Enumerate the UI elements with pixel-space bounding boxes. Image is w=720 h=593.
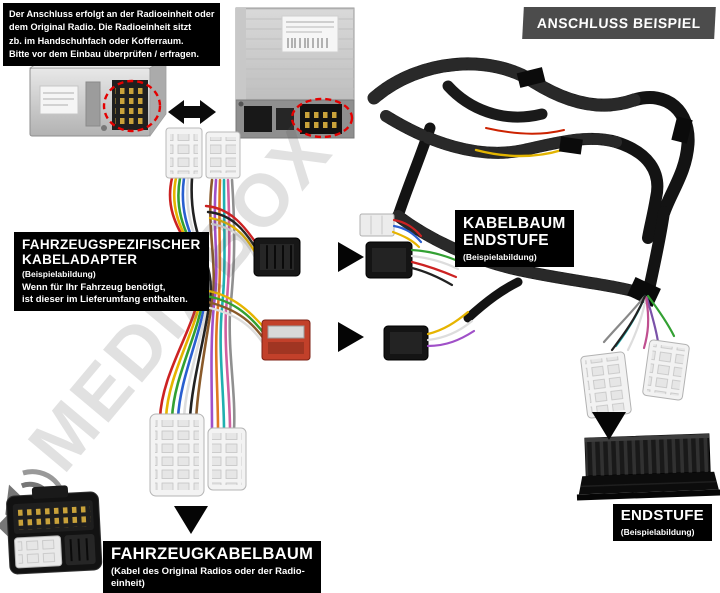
vehicle-adapter-harness [149, 127, 311, 497]
info-line: Der Anschluss erfolgt an der Radioeinhei… [9, 9, 215, 19]
endstufe-subtitle: (Beispielabildung) [620, 526, 695, 537]
fkb-subtitle-line2: einheit) [111, 578, 145, 590]
white-multipin-connector [642, 339, 690, 401]
adapter-title-line2: KABELADAPTER [22, 252, 138, 268]
adapter-label: FAHRZEUGSPEZIFISCHER KABELADAPTER (Beisp… [14, 232, 209, 311]
info-line: Bitte vor dem Einbau überprüfen / erfrag… [9, 49, 199, 60]
white-plug-connector [359, 213, 395, 237]
arrow-down-icon [174, 506, 208, 534]
kabelbaum-title-line2: ENDSTUFE [463, 232, 549, 250]
radio-unit-photo [28, 57, 168, 138]
endstufe-label: ENDSTUFE (Beispielabildung) [612, 504, 712, 541]
amplifier-harness-loom [359, 57, 695, 419]
fkb-title: FAHRZEUGKABELBAUM [111, 545, 314, 563]
quadlock-connector-photo [6, 485, 103, 575]
white-plug-connector [149, 413, 247, 497]
arrow-down-icon [592, 412, 626, 440]
amplifier-photo [576, 433, 720, 501]
iso-connector [261, 319, 311, 361]
endstufe-title: ENDSTUFE [620, 507, 704, 524]
white-multipin-connector [580, 351, 632, 419]
adapter-note-line1: Wenn für Ihr Fahrzeug benötigt, [22, 282, 166, 294]
fahrzeugkabelbaum-label: FAHRZEUGKABELBAUM (Kabel des Original Ra… [103, 541, 322, 593]
connector-highlight-icon [290, 97, 354, 139]
double-arrow-icon [168, 100, 216, 124]
black-plug-connector [383, 325, 429, 361]
info-line: zb. im Handschuhfach oder Kofferraum. [9, 35, 184, 46]
connector-highlight-icon [102, 79, 162, 133]
black-plug-connector [253, 237, 301, 277]
adapter-title-line1: FAHRZEUGSPEZIFISCHER [22, 237, 201, 252]
head-unit-photo [235, 7, 355, 139]
kabelbaum-title-line1: KABELBAUM [463, 215, 566, 232]
arrow-right-icon [338, 322, 364, 352]
adapter-subtitle: (Beispielabildung) [22, 269, 96, 280]
anschluss-beispiel-badge: ANSCHLUSS BEISPIEL [522, 7, 716, 39]
kabelbaum-label: KABELBAUM ENDSTUFE (Beispielabildung) [455, 210, 574, 267]
white-plug-connector [165, 127, 241, 179]
arrow-right-icon [338, 242, 364, 272]
info-box: Der Anschluss erfolgt an der Radioeinhei… [3, 3, 221, 67]
badge-text: ANSCHLUSS BEISPIEL [536, 15, 702, 31]
fkb-subtitle-line1: (Kabel des Original Radios oder der Radi… [111, 566, 305, 578]
kabelbaum-subtitle: (Beispielabildung) [463, 251, 537, 262]
black-plug-connector [365, 241, 413, 279]
adapter-note-line2: ist dieser im Lieferumfang enthalten. [22, 294, 188, 306]
info-line: dem Original Radio. Die Radioeinheit sit… [9, 22, 192, 33]
